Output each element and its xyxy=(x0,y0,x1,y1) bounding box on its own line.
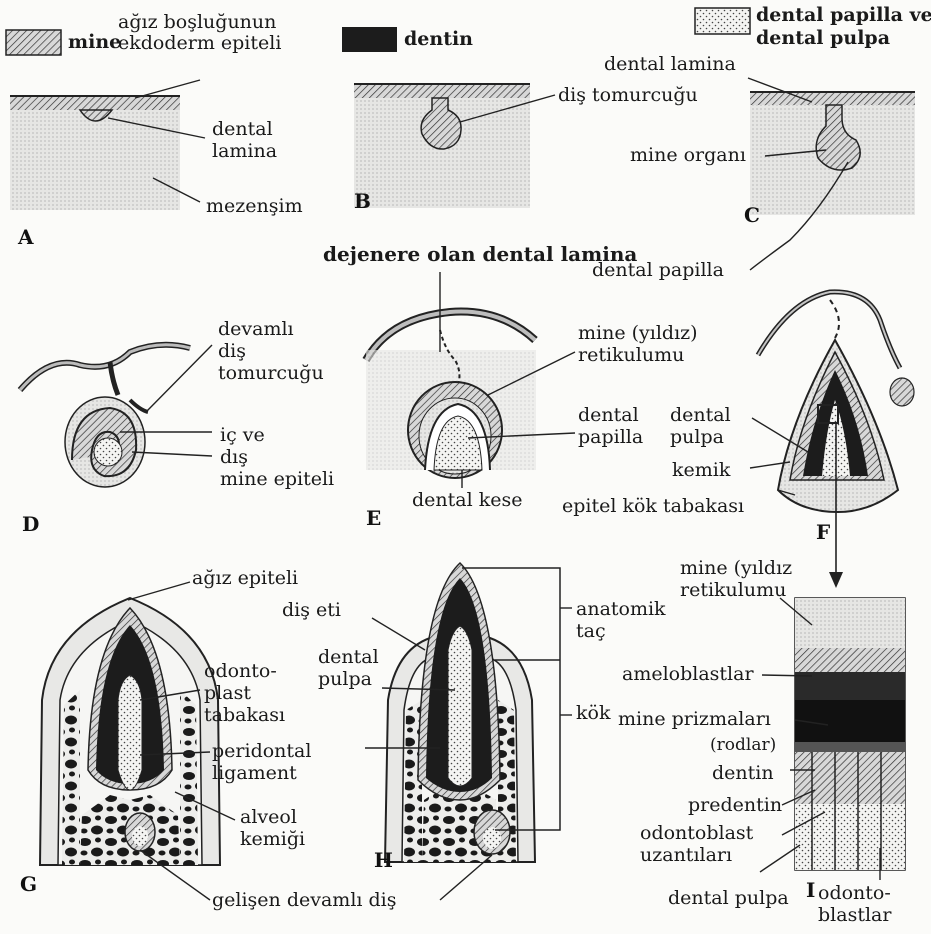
legend-papilla-label: dental papilla ve dental pulpa xyxy=(756,4,931,50)
label-odontoblastlar: odonto- blastlar xyxy=(818,882,891,926)
label-dental-pulpa-f: dental pulpa xyxy=(670,404,731,448)
label-dental-papilla-e: dental papilla xyxy=(578,404,643,448)
label-peridontal-ligament: peridontal ligament xyxy=(212,740,311,784)
label-alveol-kemigi: alveol kemiği xyxy=(240,806,305,850)
panel-i-drawing xyxy=(760,598,905,880)
label-odontoblast-uzantilari: odontoblast uzantıları xyxy=(640,822,753,866)
panel-c-drawing xyxy=(748,78,915,270)
panel-h-drawing xyxy=(365,563,572,900)
panel-e-letter: E xyxy=(366,506,381,530)
label-epitel-kok-tabakasi: epitel kök tabakası xyxy=(562,496,744,517)
panel-a-drawing xyxy=(10,80,205,210)
label-dis-tomurcugu: diş tomurcuğu xyxy=(558,85,698,106)
panel-b-drawing xyxy=(354,84,555,208)
panel-d-drawing xyxy=(20,345,212,487)
panel-i-letter: I xyxy=(806,878,815,902)
label-dejenere-dental-lamina: dejenere olan dental lamina xyxy=(323,244,637,265)
label-dis-eti: diş eti xyxy=(282,600,341,621)
panel-f-letter: F xyxy=(816,520,830,544)
legend-dentin-swatch xyxy=(342,27,397,52)
legend-mine-swatch xyxy=(6,30,61,55)
legend-mine-label: mine xyxy=(68,32,121,53)
label-ameloblastlar: ameloblastlar xyxy=(622,664,754,685)
panel-g-drawing xyxy=(40,582,235,900)
label-odontoplast-tabakasi: odonto- plast tabakası xyxy=(204,660,285,726)
label-mine-retikulumu-e: mine (yıldız) retikulumu xyxy=(578,322,698,366)
label-ekdoderm-epiteli: ağız boşluğunun ekdoderm epiteli xyxy=(118,12,281,54)
label-anatomik-tac: anatomik taç xyxy=(576,598,666,642)
panel-a-letter: A xyxy=(18,225,34,249)
label-dental-lamina-c: dental lamina xyxy=(604,54,736,75)
label-mine-organi: mine organı xyxy=(630,145,746,166)
legend-dentin-label: dentin xyxy=(404,29,473,50)
label-predentin: predentin xyxy=(688,795,782,816)
label-devamli-dis-tomurcugu: devamlı diş tomurcuğu xyxy=(218,318,324,384)
label-ic-dis-mine-epiteli: iç ve dış mine epiteli xyxy=(220,424,334,490)
panel-b-letter: B xyxy=(354,189,371,213)
label-dental-lamina-a: dental lamina xyxy=(212,118,277,162)
label-gelisen-devamli-dis: gelişen devamlı diş xyxy=(212,890,397,911)
label-dental-pulpa-h: dental pulpa xyxy=(318,646,379,690)
panel-d-letter: D xyxy=(22,512,39,536)
panel-g-letter: G xyxy=(20,872,37,896)
label-mezensim: mezenşim xyxy=(206,196,303,217)
label-rodlar: (rodlar) xyxy=(710,735,776,756)
label-dental-kese: dental kese xyxy=(412,490,522,511)
panel-h-letter: H xyxy=(374,848,393,872)
label-dentin-i: dentin xyxy=(712,763,774,784)
legend-papilla-swatch xyxy=(695,8,750,34)
label-agiz-epiteli: ağız epiteli xyxy=(192,568,298,589)
label-dental-pulpa-i: dental pulpa xyxy=(668,888,789,909)
label-mine-retikulumu-i: mine (yıldız retikulumu xyxy=(680,557,792,601)
label-mine-prizmalari: mine prizmaları xyxy=(618,709,771,730)
panel-e-drawing xyxy=(366,272,575,488)
panel-f-drawing xyxy=(750,292,914,588)
panel-c-letter: C xyxy=(744,203,760,227)
label-kok: kök xyxy=(576,703,610,724)
label-kemik: kemik xyxy=(672,460,730,481)
